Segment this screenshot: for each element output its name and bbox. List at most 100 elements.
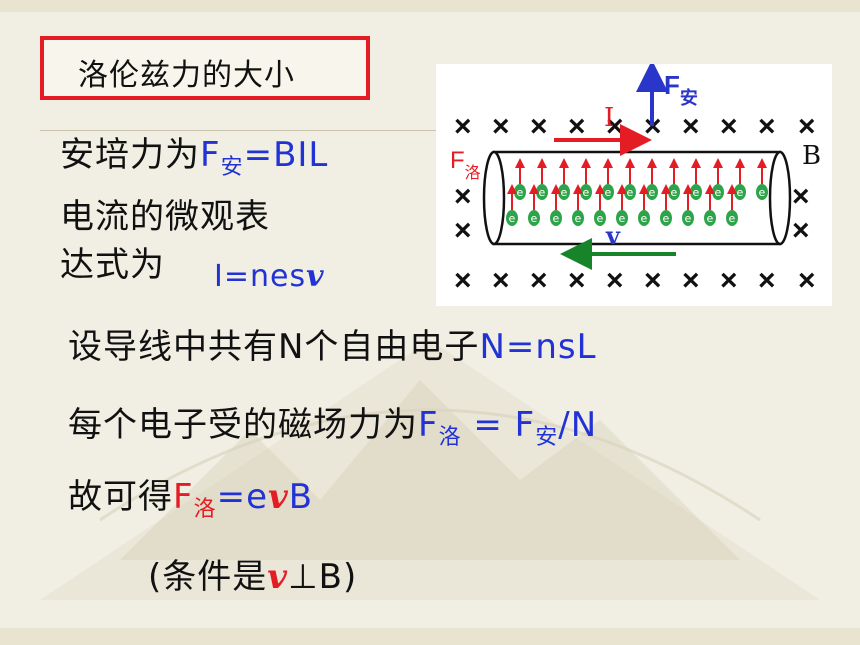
- svg-text:e: e: [561, 186, 568, 199]
- field-cross-icon: ×: [530, 110, 548, 143]
- result-text: 故可得: [68, 477, 173, 517]
- svg-text:e: e: [641, 212, 648, 225]
- electron-icon: e: [550, 184, 562, 226]
- each-sub1: 洛: [438, 425, 462, 450]
- svg-text:e: e: [671, 186, 678, 199]
- svg-text:e: e: [693, 186, 700, 199]
- micro-formula-v: v: [306, 259, 325, 294]
- result-b: B: [288, 477, 314, 517]
- electron-icon: e: [616, 184, 628, 226]
- electron-icon: e: [602, 158, 614, 200]
- line-micro-1: 电流的微观表: [60, 197, 270, 237]
- electron-icon: e: [528, 184, 540, 226]
- electron-icon: e: [682, 184, 694, 226]
- title-box: 洛伦兹力的大小: [40, 36, 370, 100]
- condition-v: v: [267, 557, 289, 597]
- electron-icon: e: [668, 158, 680, 200]
- field-cross-icon: ×: [568, 110, 586, 143]
- svg-text:e: e: [605, 186, 612, 199]
- electron-icon: e: [624, 158, 636, 200]
- electron-icon: e: [594, 184, 606, 226]
- field-cross-icon: ×: [682, 110, 700, 143]
- conductor-cylinder: [482, 150, 792, 246]
- separator-rule: [40, 130, 440, 131]
- micro-formula-part1: I=nes: [214, 259, 307, 294]
- count-text: 设导线中共有N个自由电子: [68, 327, 480, 367]
- line-micro-2: 达式为: [60, 245, 165, 285]
- svg-text:e: e: [715, 186, 722, 199]
- field-cross-icon: ×: [454, 214, 472, 247]
- ampere-formula: F安=BIL: [200, 135, 328, 179]
- electron-icon: e: [646, 158, 658, 200]
- top-band: [0, 0, 860, 12]
- field-label: B: [802, 141, 821, 171]
- field-cross-icon: ×: [492, 264, 510, 297]
- electron-icon: e: [638, 184, 650, 226]
- each-end: /N: [558, 405, 598, 445]
- result-v: v: [267, 477, 289, 517]
- svg-text:e: e: [707, 212, 714, 225]
- field-cross-icon: ×: [568, 264, 586, 297]
- result-formula-rest: =e: [217, 477, 268, 517]
- svg-text:e: e: [627, 186, 634, 199]
- field-cross-icon: ×: [792, 180, 810, 213]
- field-cross-icon: ×: [682, 264, 700, 297]
- field-cross-icon: ×: [792, 214, 810, 247]
- svg-text:e: e: [597, 212, 604, 225]
- electron-icon: e: [558, 158, 570, 200]
- field-cross-icon: ×: [798, 110, 816, 143]
- svg-text:e: e: [517, 186, 524, 199]
- electron-icon: e: [514, 158, 526, 200]
- electron-icon: e: [704, 184, 716, 226]
- svg-text:e: e: [509, 212, 516, 225]
- svg-text:e: e: [531, 212, 538, 225]
- electron-icon: e: [712, 158, 724, 200]
- svg-text:e: e: [663, 212, 670, 225]
- field-cross-icon: ×: [606, 264, 624, 297]
- svg-text:e: e: [649, 186, 656, 199]
- line-each-electron-force: 每个电子受的磁场力为F洛 = F安/N: [68, 408, 597, 449]
- ampere-force-label: F安: [664, 70, 698, 108]
- result-e: =e: [216, 477, 268, 517]
- ampere-f-sub: 安: [220, 155, 244, 180]
- condition-perp: ⊥B): [288, 557, 358, 597]
- field-cross-icon: ×: [798, 264, 816, 297]
- electron-icon: e: [580, 158, 592, 200]
- line-condition: (条件是v⊥B): [148, 560, 357, 594]
- each-mid: = F: [461, 405, 536, 445]
- field-cross-icon: ×: [606, 110, 624, 143]
- page-title: 洛伦兹力的大小: [78, 58, 295, 93]
- current-label: I: [604, 103, 614, 133]
- svg-text:e: e: [553, 212, 560, 225]
- line-electron-count: 设导线中共有N个自由电子N=nsL: [68, 330, 597, 364]
- field-cross-icon: ×: [454, 110, 472, 143]
- result-sub: 洛: [193, 497, 217, 522]
- each-formula: F洛 = F安/N: [418, 405, 598, 449]
- svg-text:e: e: [759, 186, 766, 199]
- field-cross-icon: ×: [454, 264, 472, 297]
- field-cross-icon: ×: [758, 264, 776, 297]
- electron-icon: e: [734, 158, 746, 200]
- each-f1: F: [418, 405, 439, 445]
- magnetic-field-crosses: ××××××××××××××××××××××××: [454, 110, 816, 297]
- svg-text:e: e: [619, 212, 626, 225]
- field-cross-icon: ×: [530, 264, 548, 297]
- count-formula: N=nsL: [479, 327, 597, 367]
- electron-icon: e: [726, 184, 738, 226]
- field-cross-icon: ×: [492, 110, 510, 143]
- line-result: 故可得F洛=evB: [68, 480, 313, 521]
- svg-text:e: e: [583, 186, 590, 199]
- svg-text:e: e: [737, 186, 744, 199]
- line-ampere-force: 安培力为F安=BIL: [60, 138, 328, 179]
- electron-icon: e: [506, 184, 518, 226]
- micro-current-formula: I=nesv: [214, 262, 325, 292]
- each-text: 每个电子受的磁场力为: [68, 405, 418, 445]
- electron-icon: e: [572, 184, 584, 226]
- electron-icon: e: [536, 158, 548, 200]
- svg-text:e: e: [685, 212, 692, 225]
- ampere-prefix: 安培力为: [60, 135, 200, 175]
- field-cross-icon: ×: [720, 110, 738, 143]
